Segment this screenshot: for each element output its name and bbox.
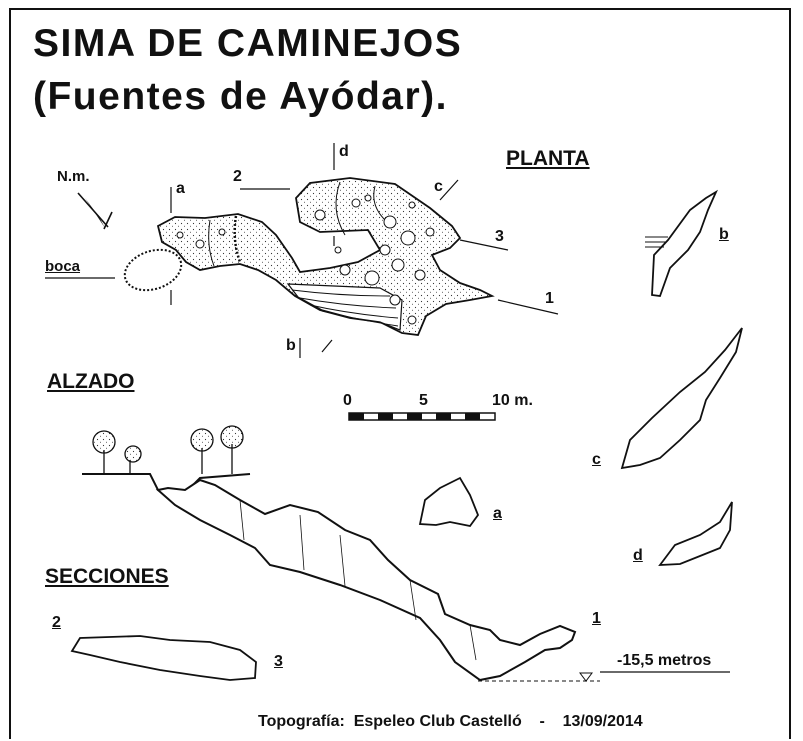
section-mark-2-plan: 2 bbox=[233, 168, 242, 185]
section-mark-1-plan: 1 bbox=[545, 290, 554, 307]
plan-heading: PLANTA bbox=[506, 147, 590, 170]
depth-label: -15,5 metros bbox=[617, 652, 712, 669]
north-arrow-icon bbox=[77, 192, 113, 230]
elevation-heading: ALZADO bbox=[47, 370, 135, 393]
section-mark-b-plan: b bbox=[286, 337, 296, 354]
section-label-c: c bbox=[592, 451, 601, 468]
scale-tick-0: 0 bbox=[343, 392, 352, 409]
section-mark-a-plan: a bbox=[176, 180, 185, 197]
section-mark-3-plan: 3 bbox=[495, 228, 504, 245]
section-mark-c-plan: c bbox=[434, 178, 443, 195]
section-label-a: a bbox=[493, 505, 502, 522]
sections-heading: SECCIONES bbox=[45, 565, 169, 588]
section-label-2: 2 bbox=[52, 614, 61, 631]
scale-tick-10: 10 m. bbox=[492, 392, 533, 409]
map-title: SIMA DE CAMINEJOS bbox=[33, 22, 463, 65]
section-label-3: 3 bbox=[274, 653, 283, 670]
section-mark-d-plan: d bbox=[339, 143, 349, 160]
section-label-b: b bbox=[719, 226, 729, 243]
elevation-view bbox=[82, 425, 730, 682]
cross-sections bbox=[70, 189, 743, 681]
scale-bar bbox=[348, 412, 496, 421]
map-subtitle: (Fuentes de Ayódar). bbox=[33, 75, 448, 118]
north-label: N.m. bbox=[57, 168, 90, 185]
map-frame bbox=[9, 8, 791, 739]
survey-credit: Topografía: Espeleo Club Castelló - 13/0… bbox=[258, 713, 643, 730]
scale-tick-5: 5 bbox=[419, 392, 428, 409]
elevation-mark-1: 1 bbox=[592, 610, 601, 627]
plan-view bbox=[123, 143, 559, 358]
entrance-label: boca bbox=[45, 258, 81, 275]
section-label-d: d bbox=[633, 547, 643, 564]
